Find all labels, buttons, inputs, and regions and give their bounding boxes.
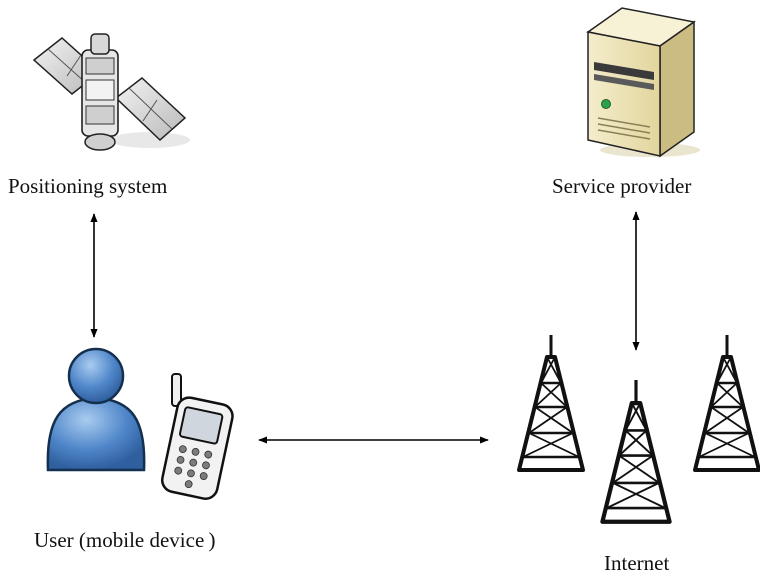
internet-label: Internet	[604, 551, 670, 575]
radio-tower-icon	[517, 335, 585, 472]
user-mobile-device-label: User (mobile device )	[34, 528, 216, 552]
radio-tower-icon	[600, 380, 672, 524]
user-person-icon	[46, 347, 146, 472]
radio-tower-icon	[693, 335, 760, 472]
server-tower-icon	[586, 7, 700, 158]
positioning-system-label: Positioning system	[8, 174, 168, 198]
mobile-phone-icon	[160, 373, 234, 500]
satellite-icon	[32, 33, 190, 151]
service-provider-label: Service provider	[552, 174, 692, 198]
